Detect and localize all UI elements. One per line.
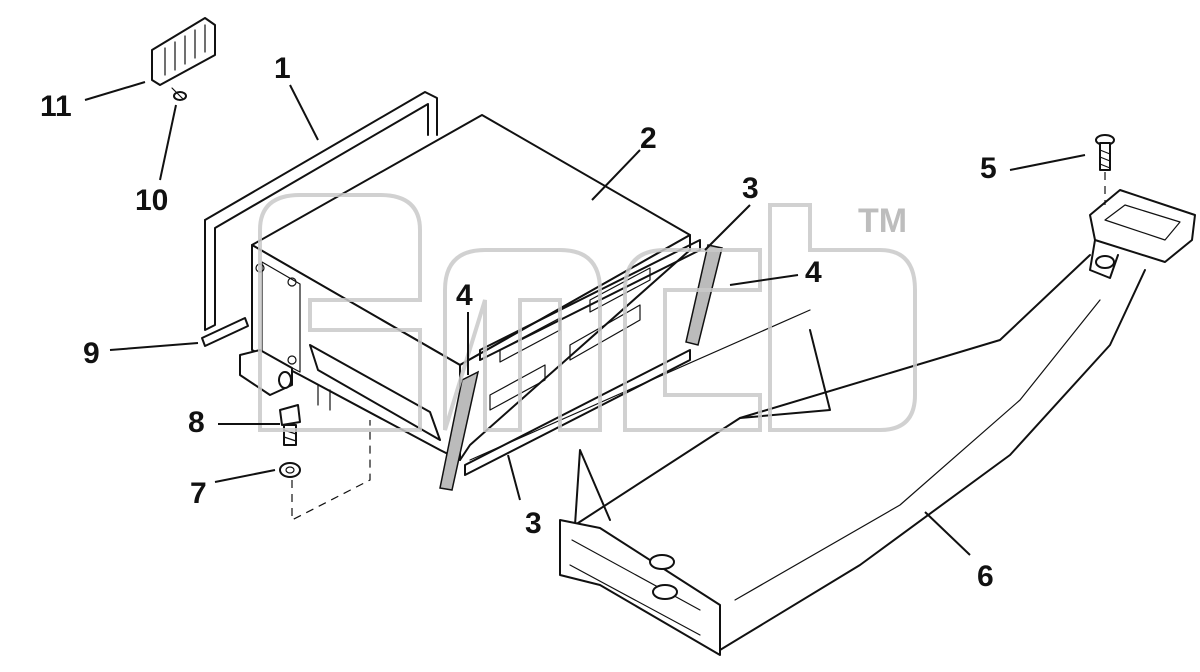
callout-11: 11 xyxy=(40,90,72,123)
callout-2: 2 xyxy=(640,122,657,155)
callout-4-left: 4 xyxy=(456,279,473,312)
part-9-strip xyxy=(201,317,249,347)
part-4-strip-right xyxy=(685,244,723,346)
part-2-housing xyxy=(239,114,691,461)
part-8-bolt xyxy=(279,404,301,446)
callout-3-upper: 3 xyxy=(742,172,759,205)
part-10-screw xyxy=(171,87,187,101)
watermark-logo: TM xyxy=(258,193,917,432)
assembly-dashline xyxy=(291,420,371,521)
callout-labels: 1 2 3 3 4 4 5 6 7 8 9 10 11 xyxy=(40,52,997,593)
leader-lines xyxy=(84,81,1086,556)
part-7-washer xyxy=(279,462,301,478)
callout-4-right: 4 xyxy=(805,256,822,289)
callout-6: 6 xyxy=(977,560,994,593)
part-11-vent-clip xyxy=(151,17,216,86)
callout-10: 10 xyxy=(135,184,168,217)
callout-3-lower: 3 xyxy=(525,507,542,540)
part-5-bolt xyxy=(1095,134,1115,205)
callout-7: 7 xyxy=(190,477,207,510)
part-4-strip-left xyxy=(439,370,480,491)
part-1-gasket xyxy=(204,91,438,331)
part-3-strip-lower xyxy=(464,349,691,476)
watermark-trademark: TM xyxy=(858,202,907,240)
callout-5: 5 xyxy=(980,152,997,185)
callout-9: 9 xyxy=(83,337,100,370)
part-6-bracket-arm xyxy=(469,189,1196,656)
callout-8: 8 xyxy=(188,406,205,439)
callout-1: 1 xyxy=(274,52,291,85)
